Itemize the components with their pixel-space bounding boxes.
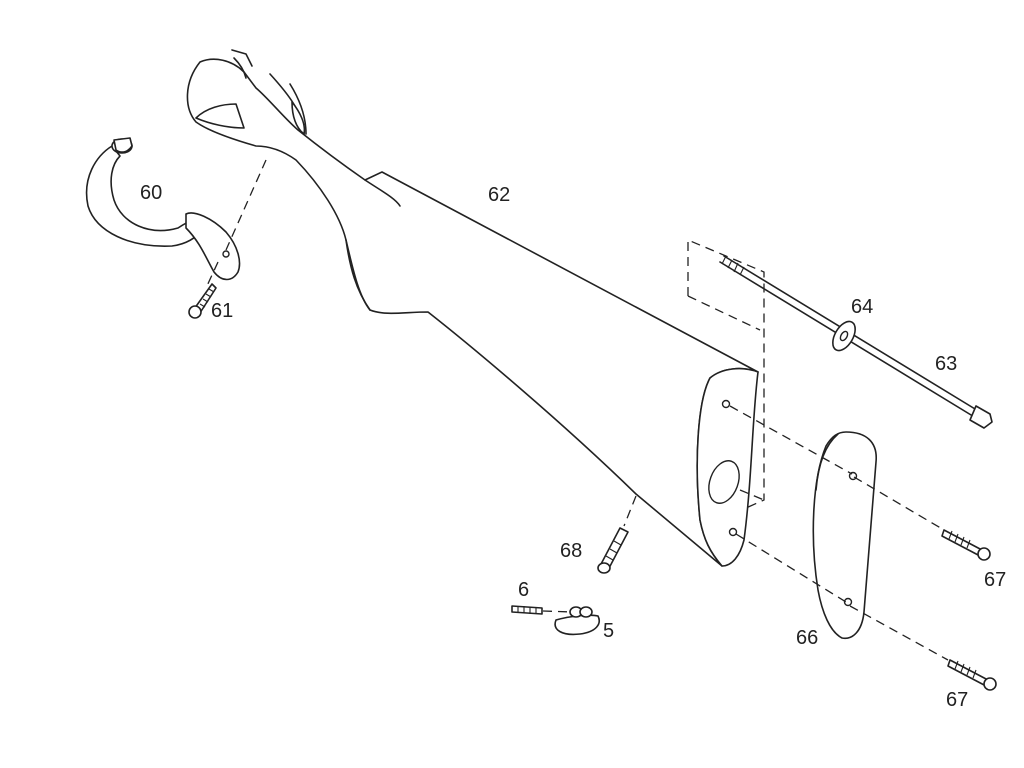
callout-pad-screw-lower: 67 <box>946 689 968 711</box>
callout-bolt-washer: 64 <box>851 296 873 318</box>
swivel-stud <box>597 527 629 574</box>
trigger-guard <box>85 137 241 281</box>
callout-recoil-pad: 66 <box>796 627 818 649</box>
stock <box>186 49 759 567</box>
callout-swivel-screw: 6 <box>518 579 529 601</box>
callout-stock-bolt: 63 <box>935 353 957 375</box>
callout-trigger-guard: 60 <box>140 182 162 204</box>
sling-swivel <box>554 606 600 636</box>
callout-stock: 62 <box>488 184 510 206</box>
recoil-pad <box>812 431 877 640</box>
callout-swivel-stud: 68 <box>560 540 582 562</box>
callout-sling-swivel: 5 <box>603 620 614 642</box>
swivel-screw <box>511 605 543 615</box>
guard-screw <box>188 283 217 319</box>
assembly-lines <box>205 159 949 661</box>
pad-screw-lower <box>947 659 997 691</box>
callout-pad-screw-upper: 67 <box>984 569 1006 591</box>
pad-screw-upper <box>941 529 991 561</box>
bolt-washer <box>832 320 856 352</box>
callout-guard-screw: 61 <box>211 300 233 322</box>
stock-bolt <box>719 255 993 429</box>
